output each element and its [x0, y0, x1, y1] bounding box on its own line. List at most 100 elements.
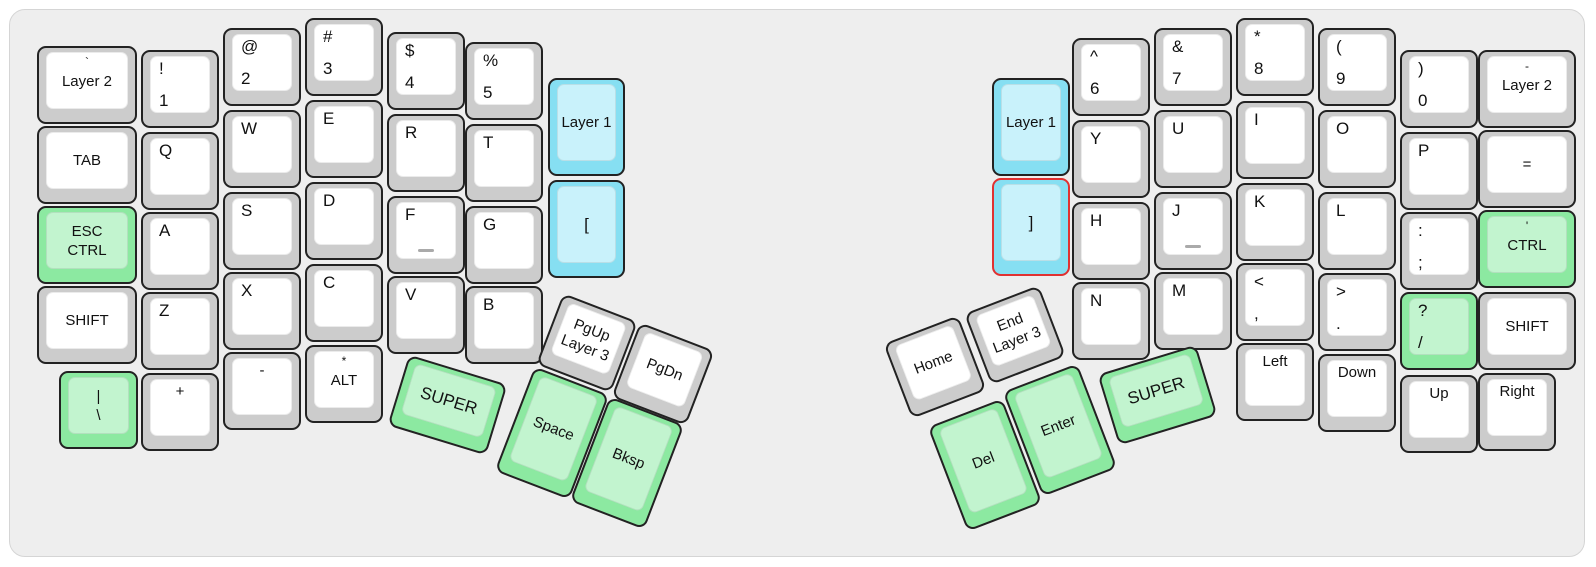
key-legend: %5 — [483, 51, 499, 102]
keycap-face: SUPER — [1107, 352, 1205, 429]
key-legend: M — [1172, 281, 1187, 300]
key-a[interactable]: A — [141, 212, 219, 290]
key-legend: K — [1254, 192, 1266, 211]
key-legend: &7 — [1172, 37, 1184, 88]
keycap-face: PgDn — [625, 331, 705, 409]
key-star-8[interactable]: *8 — [1236, 18, 1314, 96]
key-less-comma[interactable]: <, — [1236, 263, 1314, 341]
key-layer1-right[interactable]: Layer 1 — [992, 78, 1070, 176]
key-r[interactable]: R — [387, 114, 465, 192]
key-down[interactable]: Down — [1318, 354, 1396, 432]
key-n[interactable]: N — [1072, 282, 1150, 360]
keycap-face: -Layer 2 — [1487, 56, 1567, 113]
key-dollar-4[interactable]: $4 — [387, 32, 465, 110]
key-c[interactable]: C — [305, 264, 383, 342]
key-up[interactable]: Up — [1400, 375, 1478, 453]
keycap-face: N — [1081, 288, 1141, 345]
key-k[interactable]: K — [1236, 183, 1314, 261]
key-w[interactable]: W — [223, 110, 301, 188]
key-minus-layer2[interactable]: -Layer 2 — [1478, 50, 1576, 128]
keycap-face: `Layer 2 — [46, 52, 128, 109]
key-legend: SUPER — [1125, 373, 1187, 409]
key-left[interactable]: Left — [1236, 343, 1314, 421]
key-g[interactable]: G — [465, 206, 543, 284]
keycap-face: Layer 1 — [557, 84, 616, 161]
key-legend: Up — [1429, 385, 1449, 402]
key-colon-semicolon[interactable]: :; — [1400, 212, 1478, 290]
key-legend: G — [483, 215, 497, 234]
key-lbracket[interactable]: [ — [548, 180, 625, 278]
key-layer1-left[interactable]: Layer 1 — [548, 78, 625, 176]
key-f[interactable]: F — [387, 196, 465, 274]
key-m[interactable]: M — [1154, 272, 1232, 350]
key-question-slash[interactable]: ?/ — [1400, 292, 1478, 370]
key-legend: `Layer 2 — [61, 55, 113, 90]
key-caret-6[interactable]: ^6 — [1072, 38, 1150, 116]
key-y[interactable]: Y — [1072, 120, 1150, 198]
key-legend: + — [175, 383, 185, 400]
key-equals[interactable]: = — [1478, 130, 1576, 208]
key-exclam-1[interactable]: !1 — [141, 50, 219, 128]
key-i[interactable]: I — [1236, 101, 1314, 179]
key-legend: !1 — [159, 59, 169, 110]
keycap-face: D — [314, 188, 374, 245]
key-at-2[interactable]: @2 — [223, 28, 301, 106]
key-pipe-backslash[interactable]: |\ — [59, 371, 138, 449]
key-d[interactable]: D — [305, 182, 383, 260]
key-j[interactable]: J — [1154, 192, 1232, 270]
keycap-face: %5 — [474, 48, 534, 105]
key-rbracket[interactable]: ] — [992, 178, 1070, 276]
key-plus[interactable]: + — [141, 373, 219, 451]
key-t[interactable]: T — [465, 124, 543, 202]
key-legend: *ALT — [330, 354, 358, 389]
key-percent-5[interactable]: %5 — [465, 42, 543, 120]
key-u[interactable]: U — [1154, 110, 1232, 188]
key-s[interactable]: S — [223, 192, 301, 270]
key-x[interactable]: X — [223, 272, 301, 350]
keycap-face: Home — [893, 324, 973, 402]
key-grave-layer2[interactable]: `Layer 2 — [37, 46, 137, 124]
key-o[interactable]: O — [1318, 110, 1396, 188]
keycap-face: TAB — [46, 132, 128, 189]
key-legend: O — [1336, 119, 1350, 138]
key-legend: -Layer 2 — [1501, 59, 1553, 94]
key-amp-7[interactable]: &7 — [1154, 28, 1232, 106]
key-l[interactable]: L — [1318, 192, 1396, 270]
keycap-face: Right — [1487, 379, 1547, 436]
key-legend: X — [241, 281, 253, 300]
keycap-face: A — [150, 218, 210, 275]
key-minus-left[interactable]: - — [223, 352, 301, 430]
key-legend: Q — [159, 141, 173, 160]
key-v[interactable]: V — [387, 276, 465, 354]
keycap-face: Left — [1245, 349, 1305, 406]
keycap-face: SHIFT — [46, 292, 128, 349]
key-legend: SHIFT — [65, 312, 109, 329]
key-p[interactable]: P — [1400, 132, 1478, 210]
key-legend: I — [1254, 110, 1259, 129]
key-z[interactable]: Z — [141, 292, 219, 370]
key-tab[interactable]: TAB — [37, 126, 137, 204]
keycap-face: - — [232, 358, 292, 415]
key-legend: H — [1090, 211, 1103, 230]
key-super-left[interactable]: SUPER — [387, 354, 508, 456]
key-shift-right[interactable]: SHIFT — [1478, 292, 1576, 370]
keycap-face: ^6 — [1081, 44, 1141, 101]
key-paren-0[interactable]: )0 — [1400, 50, 1478, 128]
keycap-face: L — [1327, 198, 1387, 255]
key-e[interactable]: E — [305, 100, 383, 178]
keycap-face: + — [150, 379, 210, 436]
key-b[interactable]: B — [465, 286, 543, 364]
key-shift-left[interactable]: SHIFT — [37, 286, 137, 364]
key-quote-ctrl[interactable]: 'CTRL — [1478, 210, 1576, 288]
keycap-face: Layer 1 — [1001, 84, 1061, 161]
key-legend: E — [323, 109, 335, 128]
key-q[interactable]: Q — [141, 132, 219, 210]
key-greater-period[interactable]: >. — [1318, 273, 1396, 351]
key-right[interactable]: Right — [1478, 373, 1556, 451]
key-paren-9[interactable]: (9 — [1318, 28, 1396, 106]
key-star-alt[interactable]: *ALT — [305, 345, 383, 423]
key-hash-3[interactable]: #3 — [305, 18, 383, 96]
key-h[interactable]: H — [1072, 202, 1150, 280]
